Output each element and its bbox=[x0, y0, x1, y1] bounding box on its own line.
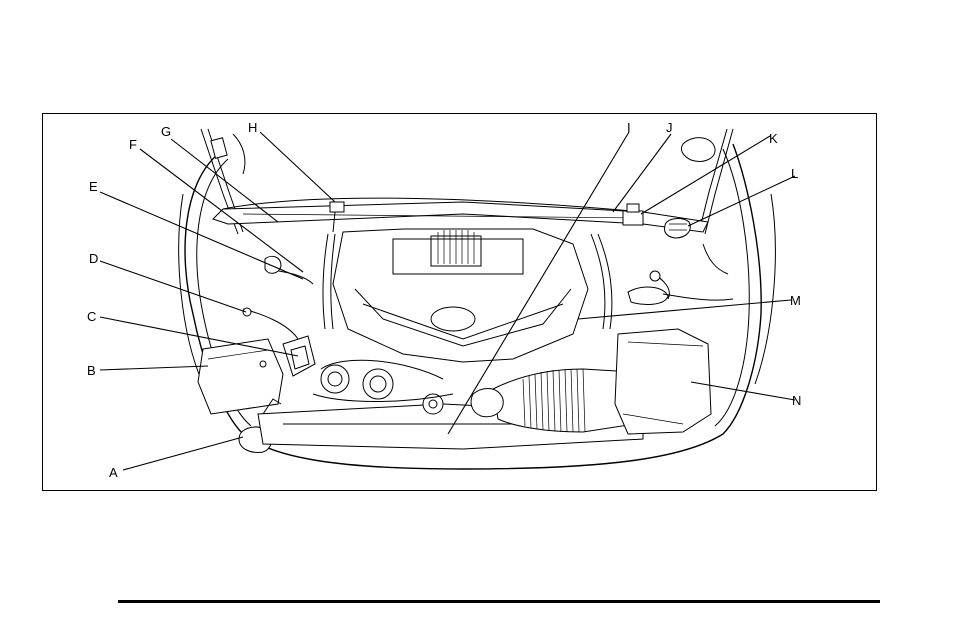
leader-e bbox=[100, 192, 303, 279]
leader-d bbox=[100, 261, 246, 312]
callout-label-i: I bbox=[627, 121, 631, 134]
callout-label-e: E bbox=[89, 180, 98, 193]
callout-label-n: N bbox=[792, 394, 801, 407]
hood-hinge-right bbox=[681, 129, 733, 234]
engine-cover bbox=[333, 229, 588, 362]
callout-label-d: D bbox=[89, 252, 98, 265]
accessory-pulleys bbox=[313, 360, 453, 414]
air-cleaner-box bbox=[615, 329, 711, 434]
callout-label-j: J bbox=[666, 121, 673, 134]
brake-fluid-reservoir bbox=[623, 204, 643, 225]
callout-label-l: L bbox=[791, 167, 798, 180]
leader-l bbox=[688, 176, 795, 226]
callout-label-b: B bbox=[87, 364, 96, 377]
callout-label-k: K bbox=[769, 132, 778, 145]
leader-c bbox=[100, 317, 298, 356]
callout-label-m: M bbox=[790, 294, 801, 307]
callout-label-f: F bbox=[129, 138, 137, 151]
callout-label-c: C bbox=[87, 310, 96, 323]
coolant-reservoir-cap bbox=[664, 219, 690, 238]
leader-h bbox=[260, 132, 335, 202]
leader-b bbox=[100, 366, 208, 370]
leader-m bbox=[578, 300, 791, 319]
callout-label-h: H bbox=[248, 121, 257, 134]
page-footer-rule bbox=[118, 600, 880, 603]
callout-label-a: A bbox=[109, 466, 118, 479]
engine-compartment-figure: A B C D E F G H I J K L M N bbox=[42, 113, 877, 491]
engine-compartment-drawing bbox=[43, 114, 877, 491]
leader-j bbox=[613, 134, 671, 212]
leader-a bbox=[123, 437, 243, 470]
callout-label-g: G bbox=[161, 125, 171, 138]
right-hoses bbox=[591, 234, 733, 329]
